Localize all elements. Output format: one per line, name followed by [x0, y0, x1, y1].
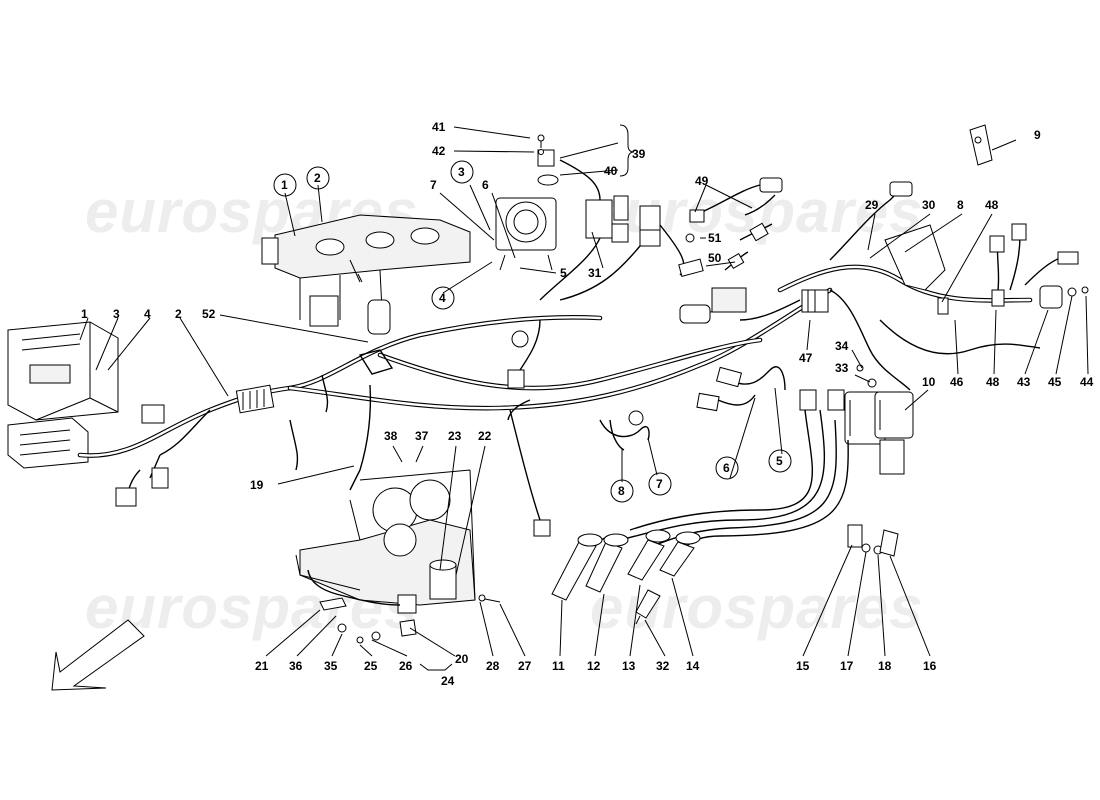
lambda-sensor-wiring	[507, 319, 786, 426]
connector-cluster-top	[539, 159, 704, 301]
direction-arrow	[51, 619, 145, 691]
spark-plug-caps	[551, 529, 701, 601]
callout-42: 42	[432, 144, 446, 158]
callout-52: 52	[202, 307, 216, 321]
callout-8-circled: 8	[618, 484, 625, 498]
callout-3-circled: 3	[458, 165, 465, 179]
callout-18: 18	[878, 659, 892, 673]
callout-32: 32	[656, 659, 670, 673]
circled-callout-markers	[273, 160, 792, 503]
main-wiring-harness	[77, 287, 833, 537]
callout-3-ecu: 3	[113, 307, 120, 321]
callout-45: 45	[1048, 375, 1062, 389]
engine-block-lower	[295, 469, 501, 644]
callout-40: 40	[604, 164, 618, 178]
ignition-coils	[799, 364, 914, 475]
callout-38: 38	[384, 429, 398, 443]
callout-2-circled: 2	[314, 171, 321, 185]
callout-37: 37	[415, 429, 429, 443]
callout-43: 43	[1017, 375, 1031, 389]
callout-28: 28	[486, 659, 500, 673]
callout-5-circled: 5	[776, 454, 783, 468]
callout-14: 14	[686, 659, 700, 673]
callout-27: 27	[518, 659, 532, 673]
ecu-control-unit	[7, 321, 119, 469]
callout-labels: 41 42 39 40 9 1 3 4 2 52 1 2 7 3 6 4 5 3…	[81, 120, 1094, 688]
ht-leads	[584, 409, 849, 549]
clip-9	[969, 124, 993, 166]
speed-sensor	[679, 287, 801, 324]
watermark-group: eurospares eurospares eurospares eurospa…	[85, 178, 923, 641]
callout-50: 50	[708, 251, 722, 265]
callout-1-circled: 1	[281, 178, 288, 192]
callout-49: 49	[695, 174, 709, 188]
callout-11: 11	[552, 659, 565, 673]
callout-48-bottom: 48	[986, 375, 1000, 389]
spark-plug	[635, 589, 661, 625]
callout-13: 13	[622, 659, 636, 673]
callout-33: 33	[835, 361, 849, 375]
callout-10: 10	[922, 375, 936, 389]
callout-16: 16	[923, 659, 937, 673]
callout-19: 19	[250, 478, 264, 492]
bracket-8	[884, 224, 946, 291]
callout-6-circled: 6	[723, 461, 730, 475]
callout-4-circled: 4	[439, 291, 446, 305]
callout-22: 22	[478, 429, 492, 443]
callout-41: 41	[432, 120, 446, 134]
callout-51: 51	[708, 231, 722, 245]
fuel-rail-assembly	[261, 214, 471, 335]
callout-31: 31	[588, 266, 602, 280]
callout-23: 23	[448, 429, 462, 443]
callout-7-top: 7	[430, 178, 437, 192]
callout-7-circled: 7	[656, 477, 663, 491]
callout-29: 29	[865, 198, 879, 212]
callout-2-harness: 2	[175, 307, 182, 321]
callout-1-ecu: 1	[81, 307, 88, 321]
sensor-group-49-51	[685, 177, 783, 271]
leader-lines	[79, 124, 1089, 671]
fastener-group-15-18	[847, 524, 899, 557]
callout-15: 15	[796, 659, 810, 673]
callout-21: 21	[255, 659, 269, 673]
callout-9: 9	[1034, 128, 1041, 142]
callout-47: 47	[799, 351, 813, 365]
callout-24: 24	[441, 674, 455, 688]
callout-20: 20	[455, 652, 469, 666]
callout-8-top: 8	[957, 198, 964, 212]
callout-30: 30	[922, 198, 936, 212]
callout-35: 35	[324, 659, 338, 673]
callout-34: 34	[835, 339, 849, 353]
callout-4-ecu: 4	[144, 307, 151, 321]
callout-17: 17	[840, 659, 854, 673]
callout-44: 44	[1080, 375, 1094, 389]
callout-26: 26	[399, 659, 413, 673]
callout-46: 46	[950, 375, 964, 389]
throttle-body	[495, 134, 559, 271]
callout-25: 25	[364, 659, 378, 673]
callout-12: 12	[587, 659, 601, 673]
callout-36: 36	[289, 659, 303, 673]
callout-5-top: 5	[560, 266, 567, 280]
callout-6-top: 6	[482, 178, 489, 192]
callout-39: 39	[632, 147, 646, 161]
right-harness	[777, 181, 1089, 391]
callout-48-top: 48	[985, 198, 999, 212]
